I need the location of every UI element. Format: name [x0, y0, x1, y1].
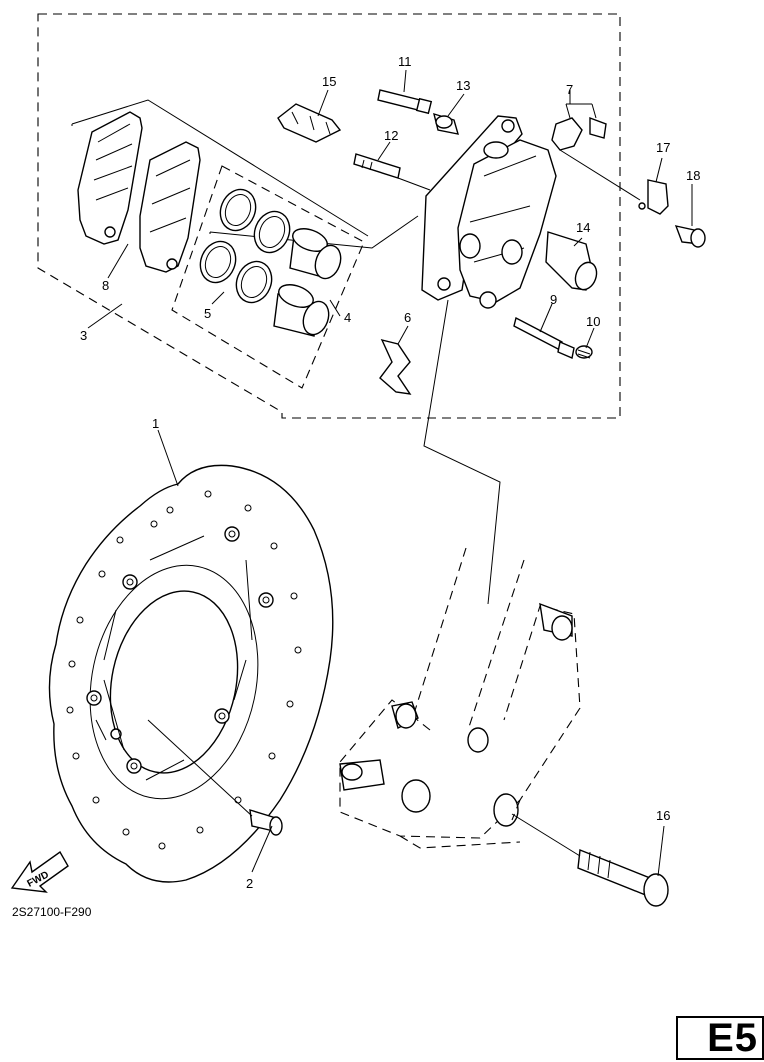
pad-pin-12: [353, 153, 401, 179]
axle-bolt-16: [511, 813, 669, 907]
callout-labels: 1 2 3 4 5 6 7 8 9 10 11 12 13 14 15 16 1…: [80, 54, 700, 891]
callout-18: 18: [686, 168, 700, 183]
pistons: [273, 228, 342, 337]
pad-pin-11: [377, 89, 433, 115]
callout-1: 1: [152, 416, 159, 431]
bolt-18: [674, 225, 706, 248]
brake-pad-outer: [77, 111, 143, 245]
brake-pad-inner: [139, 141, 201, 273]
page-tag: E5: [707, 1016, 758, 1060]
page-tag-badge: E5: [676, 1016, 764, 1060]
callout-leaders: [87, 69, 693, 877]
cap-10: [575, 345, 593, 359]
callout-11: 11: [398, 54, 412, 69]
callout-10: 10: [586, 314, 600, 329]
bleed-screw-set: [551, 103, 607, 151]
hose-guide-17: [638, 179, 669, 215]
clip-6: [379, 338, 412, 395]
caliper-body: [457, 139, 557, 309]
callout-15: 15: [322, 74, 336, 89]
callout-5: 5: [204, 306, 211, 321]
callout-12: 12: [384, 128, 398, 143]
plug-13: [433, 112, 459, 135]
brake-disc: [48, 464, 334, 883]
callout-8: 8: [102, 278, 109, 293]
callout-4: 4: [344, 310, 351, 325]
piston-seals: [199, 188, 291, 304]
callout-6: 6: [404, 310, 411, 325]
callout-7: 7: [566, 82, 573, 97]
callout-2: 2: [246, 876, 253, 891]
bolt-9: [513, 316, 575, 359]
assembly-line: [397, 149, 641, 605]
fwd-arrow-icon: FWD: [10, 850, 69, 893]
piston-kit-boundary: [171, 165, 365, 389]
callout-3: 3: [80, 328, 87, 343]
callout-16: 16: [656, 808, 670, 823]
slide-pin-14: [545, 231, 598, 291]
front-fork-outline: [339, 547, 581, 849]
disc-bore: [109, 590, 239, 774]
disc-bolt-2: [147, 719, 283, 836]
pad-kit-outline: [71, 99, 419, 249]
callout-14: 14: [576, 220, 590, 235]
pad-spring: [277, 103, 342, 143]
callout-9: 9: [550, 292, 557, 307]
caliper-assembly-boundary: [37, 13, 621, 419]
callout-17: 17: [656, 140, 670, 155]
callout-13: 13: [456, 78, 470, 93]
diagram-code: 2S27100-F290: [12, 905, 92, 919]
